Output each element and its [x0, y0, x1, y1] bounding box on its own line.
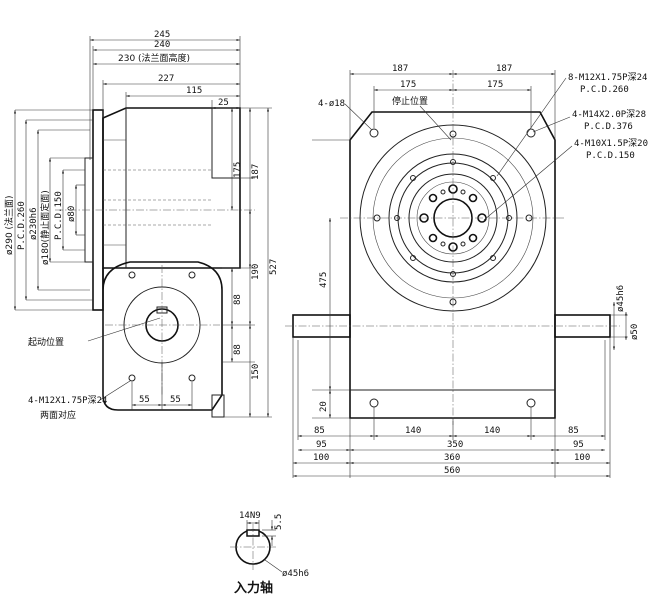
label-tap-note-2: 两面对应 — [40, 409, 76, 421]
dim-85-right: 85 — [568, 426, 579, 436]
bolt-hole — [128, 374, 136, 382]
corner-hole — [369, 128, 379, 138]
shaft-detail: 14N9 5.5 ø45h6 入力轴 — [230, 511, 309, 596]
bolt-hole — [188, 271, 196, 279]
callout-3-line2: P.C.D.150 — [586, 151, 635, 161]
label-4-holes-18: 4-ø18 — [318, 99, 345, 109]
side-view: 245 240 230 (法兰面高度) 227 115 25 175 187 5… — [3, 30, 279, 421]
corner-hole — [369, 398, 379, 408]
dim-140-right: 140 — [484, 426, 500, 436]
dim-190: 190 — [251, 264, 261, 280]
dim-290-flange: ø290 (法兰面) — [3, 195, 15, 255]
dim-115: 115 — [186, 86, 202, 96]
label-tap-note: 4-M12X1.75P深24 — [28, 395, 107, 406]
dim-180: ø180(静止面定面) — [39, 190, 51, 265]
dim-150: 150 — [251, 364, 261, 380]
dim-100-right: 100 — [574, 453, 590, 463]
dim-360: 360 — [444, 453, 460, 463]
dim-560: 560 — [444, 466, 460, 476]
dim-pcd260: P.C.D.260 — [17, 201, 27, 250]
callout-1-line2: P.C.D.260 — [580, 85, 629, 95]
dim-187-right: 187 — [496, 64, 512, 74]
label-drive-position: 起动位置 — [28, 336, 64, 348]
dim-80: ø80 — [67, 206, 77, 222]
dim-140-left: 140 — [405, 426, 421, 436]
upper-housing — [102, 107, 241, 269]
lower-housing — [102, 261, 223, 411]
dim-240: 240 — [154, 40, 170, 50]
dim-187: 187 — [251, 164, 261, 180]
shaft-detail-title: 入力轴 — [234, 580, 273, 596]
dim-pcd150: P.C.D.150 — [54, 191, 64, 240]
dim-45h6-shaft: ø45h6 — [282, 569, 309, 579]
dim-88b: 88 — [233, 344, 243, 355]
dim-14n9: 14N9 — [239, 511, 261, 521]
dim-55a: 55 — [139, 395, 150, 405]
dim-227: 227 — [158, 74, 174, 84]
dim-20: 20 — [319, 401, 329, 412]
bolt-hole — [128, 271, 136, 279]
dim-187-left: 187 — [392, 64, 408, 74]
dim-245: 245 — [154, 30, 170, 40]
dim-527: 527 — [269, 259, 279, 275]
dim-95-left: 95 — [316, 440, 327, 450]
callout-3-line1: 4-M10X1.5P深20 — [574, 138, 648, 149]
dim-50: ø50 — [630, 324, 640, 340]
corner-hole — [526, 128, 536, 138]
callout-2-line1: 4-M14X2.0P深28 — [572, 109, 646, 120]
callout-1-line1: 8-M12X1.75P深24 — [568, 72, 647, 83]
dim-175-left: 175 — [400, 80, 416, 90]
dim-475: 475 — [319, 272, 329, 288]
dim-100-left: 100 — [313, 453, 329, 463]
dim-350: 350 — [447, 440, 463, 450]
dim-230h6: ø230h6 — [29, 207, 39, 240]
dim-88a: 88 — [233, 294, 243, 305]
callout-2-line2: P.C.D.376 — [584, 122, 633, 132]
dim-175-right: 175 — [487, 80, 503, 90]
dim-5-5: 5.5 — [274, 514, 284, 530]
dim-55b: 55 — [170, 395, 181, 405]
dim-45h6: ø45h6 — [616, 285, 626, 312]
dim-25: 25 — [218, 98, 229, 108]
dim-230: 230 (法兰面高度) — [118, 52, 190, 64]
front-view: 187 187 175 175 4-ø18 停止位置 8-M12X1.75P深2… — [285, 64, 648, 478]
corner-hole — [526, 398, 536, 408]
dim-85-left: 85 — [314, 426, 325, 436]
bolt-hole — [188, 374, 196, 382]
label-stop-position: 停止位置 — [392, 95, 428, 107]
dim-95-right: 95 — [573, 440, 584, 450]
dim-175: 175 — [233, 162, 243, 178]
